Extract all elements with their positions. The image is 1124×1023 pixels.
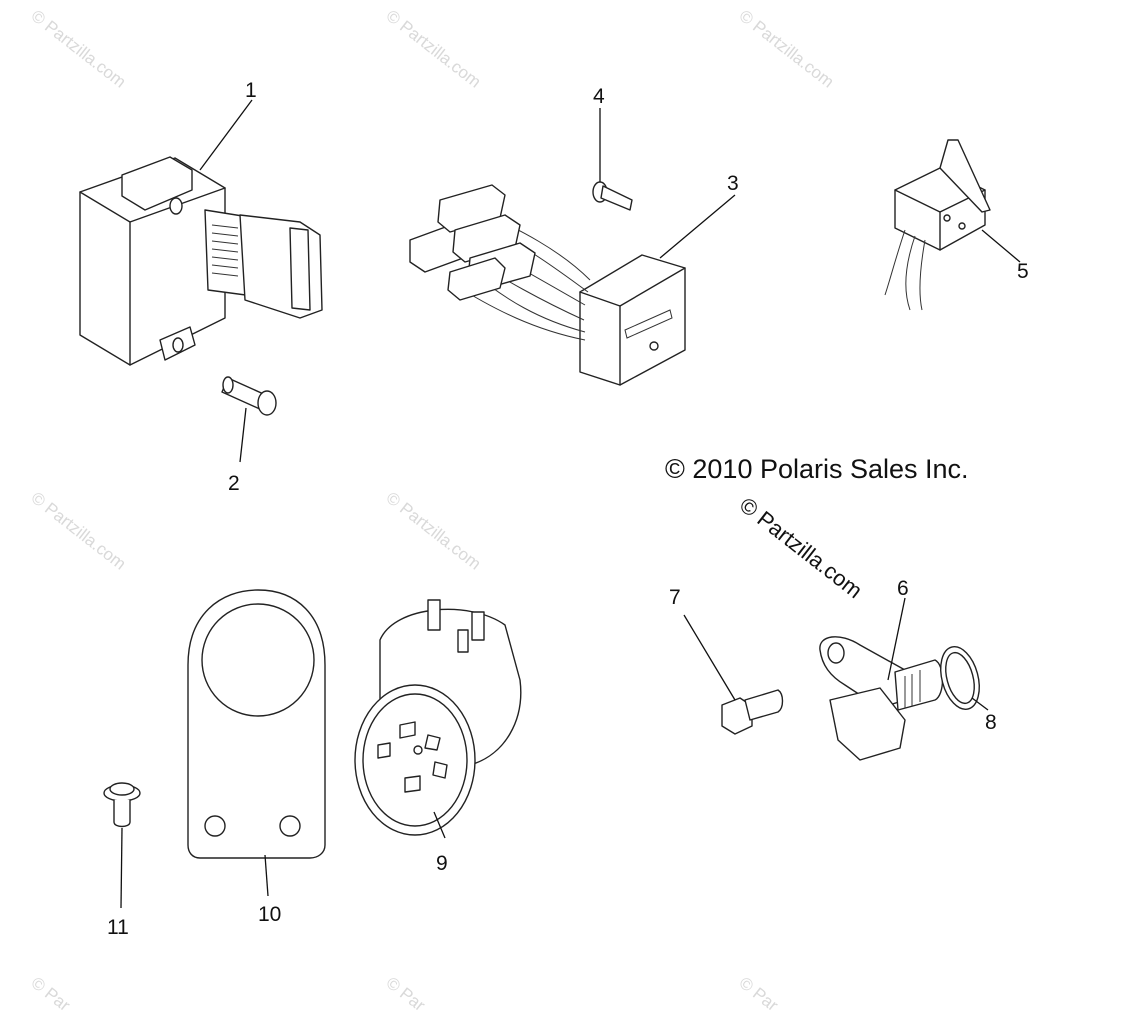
part-8-o-ring [940, 646, 980, 710]
part-6-speed-sensor [819, 636, 944, 761]
watermark: © Partzilla.com [383, 488, 485, 574]
callout-6: 6 [897, 577, 909, 600]
callout-8: 8 [985, 711, 997, 734]
watermark: © Par [383, 973, 429, 1015]
callout-10: 10 [258, 903, 281, 926]
leader-line [971, 697, 989, 711]
part-9-ignition-switch [354, 599, 522, 836]
part-3-relay-harness [409, 184, 686, 386]
copyright-text: © 2010 Polaris Sales Inc. [665, 454, 969, 484]
part-7-bolt [721, 689, 784, 735]
watermark: © Partzilla.com [736, 6, 838, 92]
leader-line [239, 407, 247, 463]
callout-4: 4 [593, 85, 605, 108]
leader-line [659, 194, 736, 259]
leader-line [264, 854, 269, 897]
leader-line [120, 827, 123, 909]
part-10-plate [187, 589, 326, 859]
watermark: © Par [736, 973, 782, 1015]
leader-line [981, 229, 1021, 263]
part-2-pin [221, 376, 277, 416]
part-4-rivet [592, 181, 633, 211]
watermark: © Partzilla.com [28, 488, 130, 574]
watermark: © Par [28, 973, 74, 1015]
leader-line [433, 811, 446, 839]
callout-5: 5 [1017, 260, 1029, 283]
part-5-switch [884, 139, 991, 311]
callout-11: 11 [107, 916, 129, 939]
callout-1: 1 [245, 79, 257, 102]
callout-7: 7 [669, 586, 681, 609]
callout-2: 2 [228, 472, 240, 495]
part-11-screw [103, 782, 141, 828]
part-1-module [79, 156, 323, 366]
callout-3: 3 [727, 172, 739, 195]
watermarks: © Partzilla.com © Partzilla.com © Partzi… [28, 6, 838, 1015]
partzilla-watermark: © Partzilla.com [735, 492, 867, 603]
leader-line [887, 597, 906, 681]
watermark: © Partzilla.com [383, 6, 485, 92]
leader-line [683, 614, 736, 701]
leader-line [199, 99, 253, 171]
callout-9: 9 [436, 852, 448, 875]
watermark: © Partzilla.com [28, 6, 130, 92]
